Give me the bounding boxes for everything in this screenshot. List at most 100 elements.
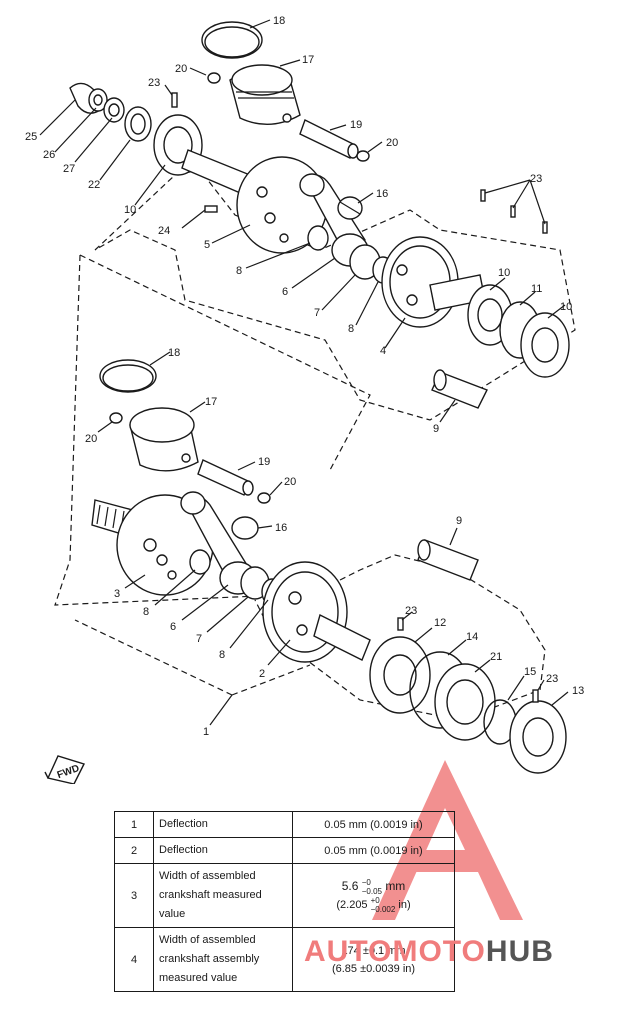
callout: 19: [258, 456, 270, 468]
web-hole: [167, 570, 177, 580]
callout: 23: [546, 673, 558, 685]
callout: 8: [219, 649, 225, 661]
row-value: 5.6 −0 −0.05 mm (2.205 +0 −0.002 in): [292, 863, 455, 928]
web-hole: [143, 538, 157, 552]
callout: 1: [203, 726, 209, 738]
web-hole: [406, 294, 418, 306]
leader: [529, 179, 546, 225]
callout: 20: [284, 476, 296, 488]
rod-small-end: [180, 491, 206, 515]
callout: 23: [405, 605, 417, 617]
spec-table: 1 Deflection 0.05 mm (0.0019 in) 2 Defle…: [114, 811, 455, 992]
web-hole: [256, 186, 268, 198]
callout: 17: [302, 54, 314, 66]
callout: 3: [114, 588, 120, 600]
leader: [209, 694, 233, 726]
leader: [237, 461, 256, 471]
callout: 7: [196, 633, 202, 645]
callout: 23: [148, 77, 160, 89]
row-value: 174 ±0.1 mm (6.85 ±0.0039 in): [292, 927, 455, 992]
bearing-line: [339, 201, 361, 215]
callout: 27: [63, 163, 75, 175]
leader: [439, 399, 456, 423]
callout: 9: [433, 423, 439, 435]
lower-dashed-boundary: [54, 254, 546, 721]
leader: [537, 679, 545, 691]
piston-ring-inner: [102, 364, 154, 392]
callout: 10: [124, 204, 136, 216]
piston-pin: [197, 459, 251, 496]
row-value: 0.05 mm (0.0019 in): [292, 837, 455, 864]
rod-small-end: [299, 173, 325, 197]
callout: 20: [85, 433, 97, 445]
callout: 11: [531, 283, 542, 295]
callout: 18: [168, 347, 180, 359]
leader: [551, 691, 569, 706]
leader: [134, 164, 166, 206]
web-hole: [279, 233, 289, 243]
leader: [189, 67, 207, 76]
piston-pin-hole: [181, 453, 191, 463]
crank-pin-end: [417, 539, 431, 561]
callout: 25: [25, 131, 37, 143]
row-value: 0.05 mm (0.0019 in): [292, 811, 455, 838]
callout: 16: [376, 188, 388, 200]
callout: 8: [143, 606, 149, 618]
main-bearing-race: [383, 654, 417, 696]
callout: 22: [88, 179, 100, 191]
unit-in: in): [398, 898, 411, 911]
leader: [181, 209, 206, 229]
piston-pin-end: [347, 143, 359, 159]
callout: 19: [350, 119, 362, 131]
leader: [367, 141, 383, 153]
callout: 13: [572, 685, 584, 697]
table-row: 2 Deflection 0.05 mm (0.0019 in): [114, 837, 455, 864]
watermark-part2: HUB: [485, 935, 554, 968]
leader: [149, 351, 171, 366]
piston-crown: [129, 407, 195, 443]
leader: [449, 527, 458, 546]
upper-crankshaft-assembly: [39, 19, 576, 423]
small-end-bearing: [231, 516, 259, 540]
leader: [489, 277, 506, 291]
row-number: 3: [114, 863, 154, 928]
web-hole: [288, 591, 302, 605]
callout: 18: [273, 15, 285, 27]
callout: 17: [205, 396, 217, 408]
callout: 8: [348, 323, 354, 335]
leader: [245, 242, 311, 269]
row-item: Width of assembled crankshaft measured v…: [153, 863, 293, 928]
row-number: 1: [114, 811, 154, 838]
piston-ring-inner: [204, 26, 260, 58]
crank-pin-end: [433, 369, 447, 391]
leader: [329, 124, 347, 131]
leader: [401, 611, 413, 621]
watermark-part1: AUTOMOTO: [304, 935, 486, 968]
upper-dashed-boundary: [94, 169, 576, 421]
leader: [519, 291, 536, 306]
lower-crankshaft-assembly: [54, 254, 569, 774]
row-number: 2: [114, 837, 154, 864]
callout: 4: [380, 345, 386, 357]
tol-down: −0.05: [361, 886, 382, 896]
leader: [447, 639, 467, 656]
tol-in-down: −0.002: [370, 904, 396, 914]
dowel-pin: [480, 189, 486, 202]
thrust-washer: [189, 549, 211, 575]
washer: [88, 88, 108, 112]
dowel-pin: [542, 221, 548, 234]
callout: 15: [524, 666, 536, 678]
piston-pin-clip-2: [356, 150, 370, 162]
value-in: (6.85 ±0.0039 in): [331, 962, 416, 975]
key: [204, 205, 218, 213]
callout: 14: [466, 631, 478, 643]
value-mm: 174 ±0.1 mm: [341, 944, 406, 957]
callout: 16: [275, 522, 287, 534]
row-item: Deflection: [153, 811, 293, 838]
piston-pin: [299, 119, 356, 159]
callout: 8: [236, 265, 242, 277]
leader: [474, 659, 491, 673]
shaft: [313, 613, 371, 661]
spacer: [103, 97, 125, 123]
main-bearing: [369, 636, 431, 714]
